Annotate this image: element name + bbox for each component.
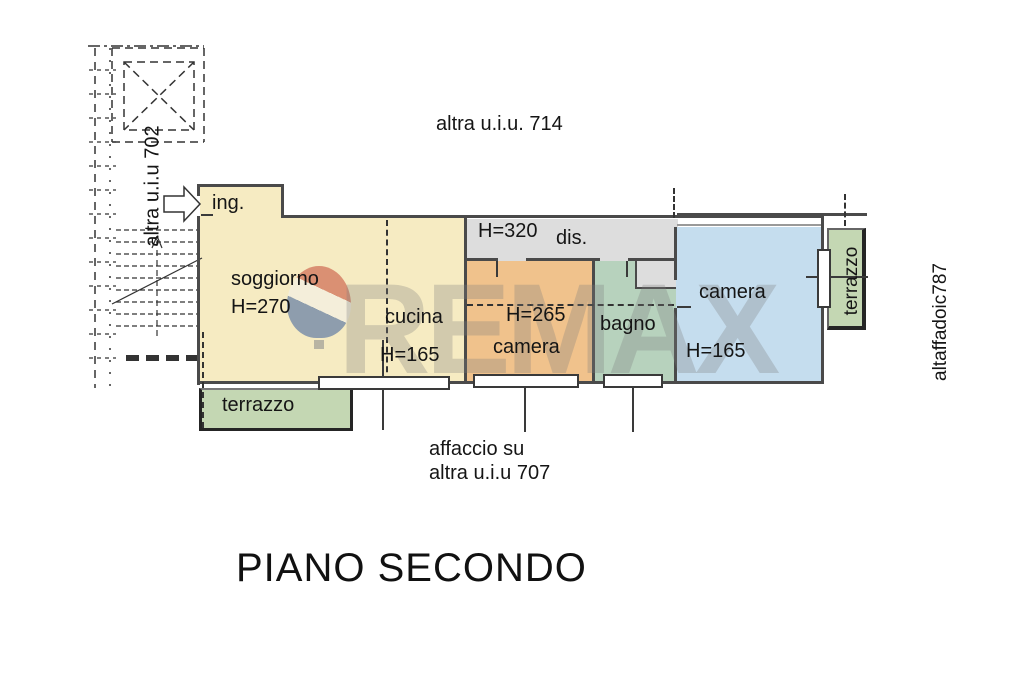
room-label-camera-1: camera: [493, 336, 560, 358]
bagno-notch: [635, 261, 676, 289]
entrance-arrow-icon: [163, 185, 202, 223]
room-label-bagno: bagno: [600, 313, 656, 335]
room-terrazzo-left: [199, 388, 353, 431]
elevator-lobby-outline: [111, 47, 205, 143]
room-disimpegno: [466, 219, 678, 261]
wall: [464, 216, 467, 384]
wall-inner-line: [677, 224, 822, 226]
window: [473, 374, 579, 388]
context-label-top: altra u.i.u. 714: [436, 113, 563, 135]
window: [603, 374, 663, 388]
wall: [674, 308, 677, 384]
room-label-soggiorno: soggiorno: [231, 268, 319, 290]
wall: [628, 258, 677, 261]
boundary-dash: [202, 332, 204, 428]
context-label-bottom-line2: altra u.i.u 707: [429, 462, 551, 484]
room-label-cucina: cucina: [385, 306, 443, 328]
room-divider-dashed: [386, 220, 388, 382]
room-label-ingresso: ing.: [212, 192, 245, 214]
room-label-terrazzo-left: terrazzo: [222, 394, 295, 416]
door-tick: [677, 306, 691, 308]
stair-direction-arrowhead: [151, 235, 163, 249]
room-camera-2: [676, 227, 822, 383]
floor-title: PIANO SECONDO: [236, 546, 587, 590]
wall: [197, 184, 284, 187]
room-height-disimpegno: H=320: [478, 220, 538, 242]
room-height-camera-2: H=165: [686, 340, 746, 362]
room-label-disimpegno: dis.: [556, 227, 588, 249]
context-label-right: altaffadoic787: [930, 263, 951, 381]
window-tick: [632, 388, 634, 432]
wall: [677, 213, 867, 216]
context-label-left: altra u.i.u 702: [141, 125, 164, 247]
room-height-soggiorno: H=270: [231, 296, 291, 318]
door-tick: [626, 261, 628, 277]
window-tick: [524, 388, 526, 432]
boundary-dash: [673, 188, 675, 218]
room-height-camera-1: H=265: [506, 304, 566, 326]
wall: [526, 258, 600, 261]
elevator-cross-icon: [123, 61, 195, 131]
window-tick: [806, 276, 868, 278]
adjacent-stairwell-drawing: [88, 45, 205, 388]
room-label-camera-2: camera: [699, 281, 766, 303]
room-terrazzo-right: [827, 228, 866, 330]
wall: [674, 227, 677, 280]
door-tick: [496, 261, 498, 277]
stair-break-line: [111, 257, 203, 305]
door-tick: [201, 214, 213, 216]
room-label-terrazzo-right: terrazzo: [841, 246, 862, 316]
wall: [592, 259, 595, 384]
wall: [197, 216, 200, 385]
wall: [281, 215, 824, 218]
stair-treads: [116, 229, 200, 327]
wall: [197, 184, 200, 196]
context-label-bottom-line1: affaccio su: [429, 438, 525, 460]
room-camera-1: [466, 261, 594, 382]
boundary-dash: [844, 194, 846, 226]
room-height-cucina: H=165: [380, 344, 440, 366]
window: [817, 249, 831, 308]
height-zone-dashed: [467, 304, 674, 306]
wall: [281, 184, 284, 218]
window: [318, 376, 450, 390]
elevator-shaft-icon: [123, 61, 195, 131]
room-ingresso: [200, 187, 281, 220]
wall: [466, 258, 498, 261]
